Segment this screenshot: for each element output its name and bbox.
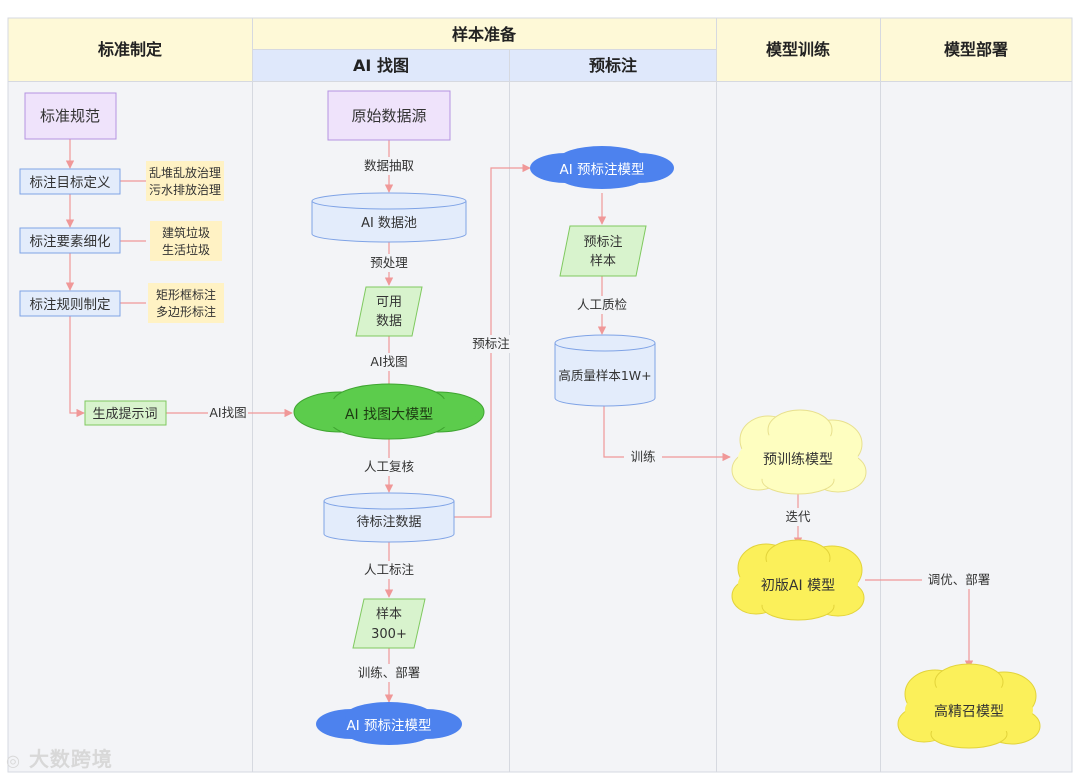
svg-text:多边形标注: 多边形标注 xyxy=(156,304,216,319)
edge-label-extract: 数据抽取 xyxy=(364,158,415,173)
svg-text:生活垃圾: 生活垃圾 xyxy=(162,242,210,257)
watermark-text: 大数跨境 xyxy=(28,747,113,771)
svg-text:300+: 300+ xyxy=(371,627,407,642)
svg-text:预标注: 预标注 xyxy=(583,235,622,250)
svg-text:样本: 样本 xyxy=(376,607,402,622)
svg-text:高精召模型: 高精召模型 xyxy=(934,703,1004,720)
edge-label-manual-label: 人工标注 xyxy=(364,562,415,577)
node-pre-model-top-cloud: AI 预标注模型 xyxy=(530,146,674,189)
svg-text:建筑垃圾: 建筑垃圾 xyxy=(162,225,210,240)
node-find-model-cloud: AI 找图大模型 xyxy=(293,383,485,440)
lane-title-sample-prep: 样本准备 xyxy=(452,25,517,44)
node-high-recall-cloud: 高精召模型 xyxy=(897,663,1041,749)
node-to-label-data: 待标注数据 xyxy=(323,492,455,543)
svg-text:AI 预标注模型: AI 预标注模型 xyxy=(346,718,431,734)
svg-text:生成提示词: 生成提示词 xyxy=(92,406,157,422)
edge-label-tune-deploy: 调优、部署 xyxy=(928,572,991,587)
note-rule xyxy=(148,283,224,323)
svg-text:标准规范: 标准规范 xyxy=(40,107,100,125)
lane-title-pre-label: 预标注 xyxy=(589,56,637,75)
note-element xyxy=(150,221,222,261)
svg-text:矩形框标注: 矩形框标注 xyxy=(156,287,216,302)
edge-labels: AI找图 数据抽取 预处理 AI找图 人工复核 人工标注 训练、部署 预标注 人… xyxy=(208,157,996,682)
edge-label-manual-qc: 人工质检 xyxy=(577,297,628,312)
node-first-model-cloud: 初版AI 模型 xyxy=(731,539,865,621)
svg-text:标注要素细化: 标注要素细化 xyxy=(30,234,111,250)
svg-text:AI 数据池: AI 数据池 xyxy=(361,216,417,231)
node-pretrain-model-cloud: 预训练模型 xyxy=(731,409,867,495)
svg-text:待标注数据: 待标注数据 xyxy=(356,515,421,530)
watermark-logo-icon: ◎ xyxy=(6,751,21,770)
node-ai-pool: AI 数据池 xyxy=(311,192,467,243)
lane-title-ai-find: AI 找图 xyxy=(353,56,409,75)
watermark: ◎ 大数跨境 xyxy=(6,743,113,772)
node-prompt-gen xyxy=(84,400,167,426)
svg-text:样本: 样本 xyxy=(590,254,616,269)
pre-label-lane-nodes: AI 预标注模型 预标注 样本 高质量样本1W+ xyxy=(530,146,674,407)
node-pre-model-bottom-cloud: AI 预标注模型 xyxy=(316,702,462,745)
node-element-refine xyxy=(19,227,121,254)
node-sample-300: 样本 300+ xyxy=(352,598,426,649)
lane-title-standard: 标准制定 xyxy=(97,40,162,59)
edge-label-prompt-to-model: AI找图 xyxy=(209,405,246,420)
node-standard-spec xyxy=(24,92,117,140)
svg-text:预训练模型: 预训练模型 xyxy=(763,452,833,468)
svg-text:数据: 数据 xyxy=(376,314,402,329)
lane-title-deploy: 模型部署 xyxy=(944,40,1008,59)
lane-title-training: 模型训练 xyxy=(766,40,830,59)
node-target-def xyxy=(19,168,121,195)
svg-text:高质量样本1W+: 高质量样本1W+ xyxy=(558,368,651,383)
node-raw-source xyxy=(327,90,451,141)
node-usable-data: 可用 数据 xyxy=(355,286,423,337)
edge-label-pre-label: 预标注 xyxy=(472,336,510,351)
edge-label-train: 训练 xyxy=(630,449,656,464)
training-lane-nodes: 预训练模型 初版AI 模型 xyxy=(731,409,867,621)
svg-text:原始数据源: 原始数据源 xyxy=(351,107,426,125)
svg-text:AI 预标注模型: AI 预标注模型 xyxy=(559,162,644,178)
edge-label-train-deploy: 训练、部署 xyxy=(358,665,421,680)
node-pre-label-sample: 预标注 样本 xyxy=(559,225,647,277)
deploy-lane-nodes: 高精召模型 xyxy=(897,663,1041,749)
standard-lane-nodes: 标准规范 标注目标定义 乱堆乱放治理 污水排放治理 标注要素细化 建筑垃圾 生活… xyxy=(19,92,224,426)
node-rule-make xyxy=(19,290,121,317)
svg-text:初版AI 模型: 初版AI 模型 xyxy=(761,577,835,594)
node-hq-sample: 高质量样本1W+ xyxy=(554,334,656,407)
svg-text:AI 找图大模型: AI 找图大模型 xyxy=(345,407,433,423)
svg-text:标注规则制定: 标注规则制定 xyxy=(30,297,111,313)
svg-text:标注目标定义: 标注目标定义 xyxy=(30,175,111,191)
ai-find-lane-nodes: 原始数据源 AI 数据池 可用 数据 AI 找图大模型 待标注数据 样本 xyxy=(293,90,485,745)
edge-label-ai-find: AI找图 xyxy=(370,354,407,369)
edge-label-iterate: 迭代 xyxy=(785,509,811,524)
swimlane-headers: 标准制定 样本准备 AI 找图 预标注 模型训练 模型部署 xyxy=(8,18,1072,81)
svg-text:乱堆乱放治理: 乱堆乱放治理 xyxy=(149,165,221,180)
edge-label-preprocess: 预处理 xyxy=(370,255,408,270)
svg-text:可用: 可用 xyxy=(376,295,402,310)
note-target xyxy=(146,161,224,201)
svg-text:污水排放治理: 污水排放治理 xyxy=(149,182,221,197)
swimlane-grid xyxy=(7,17,1073,773)
edge-label-manual-review: 人工复核 xyxy=(364,459,415,474)
